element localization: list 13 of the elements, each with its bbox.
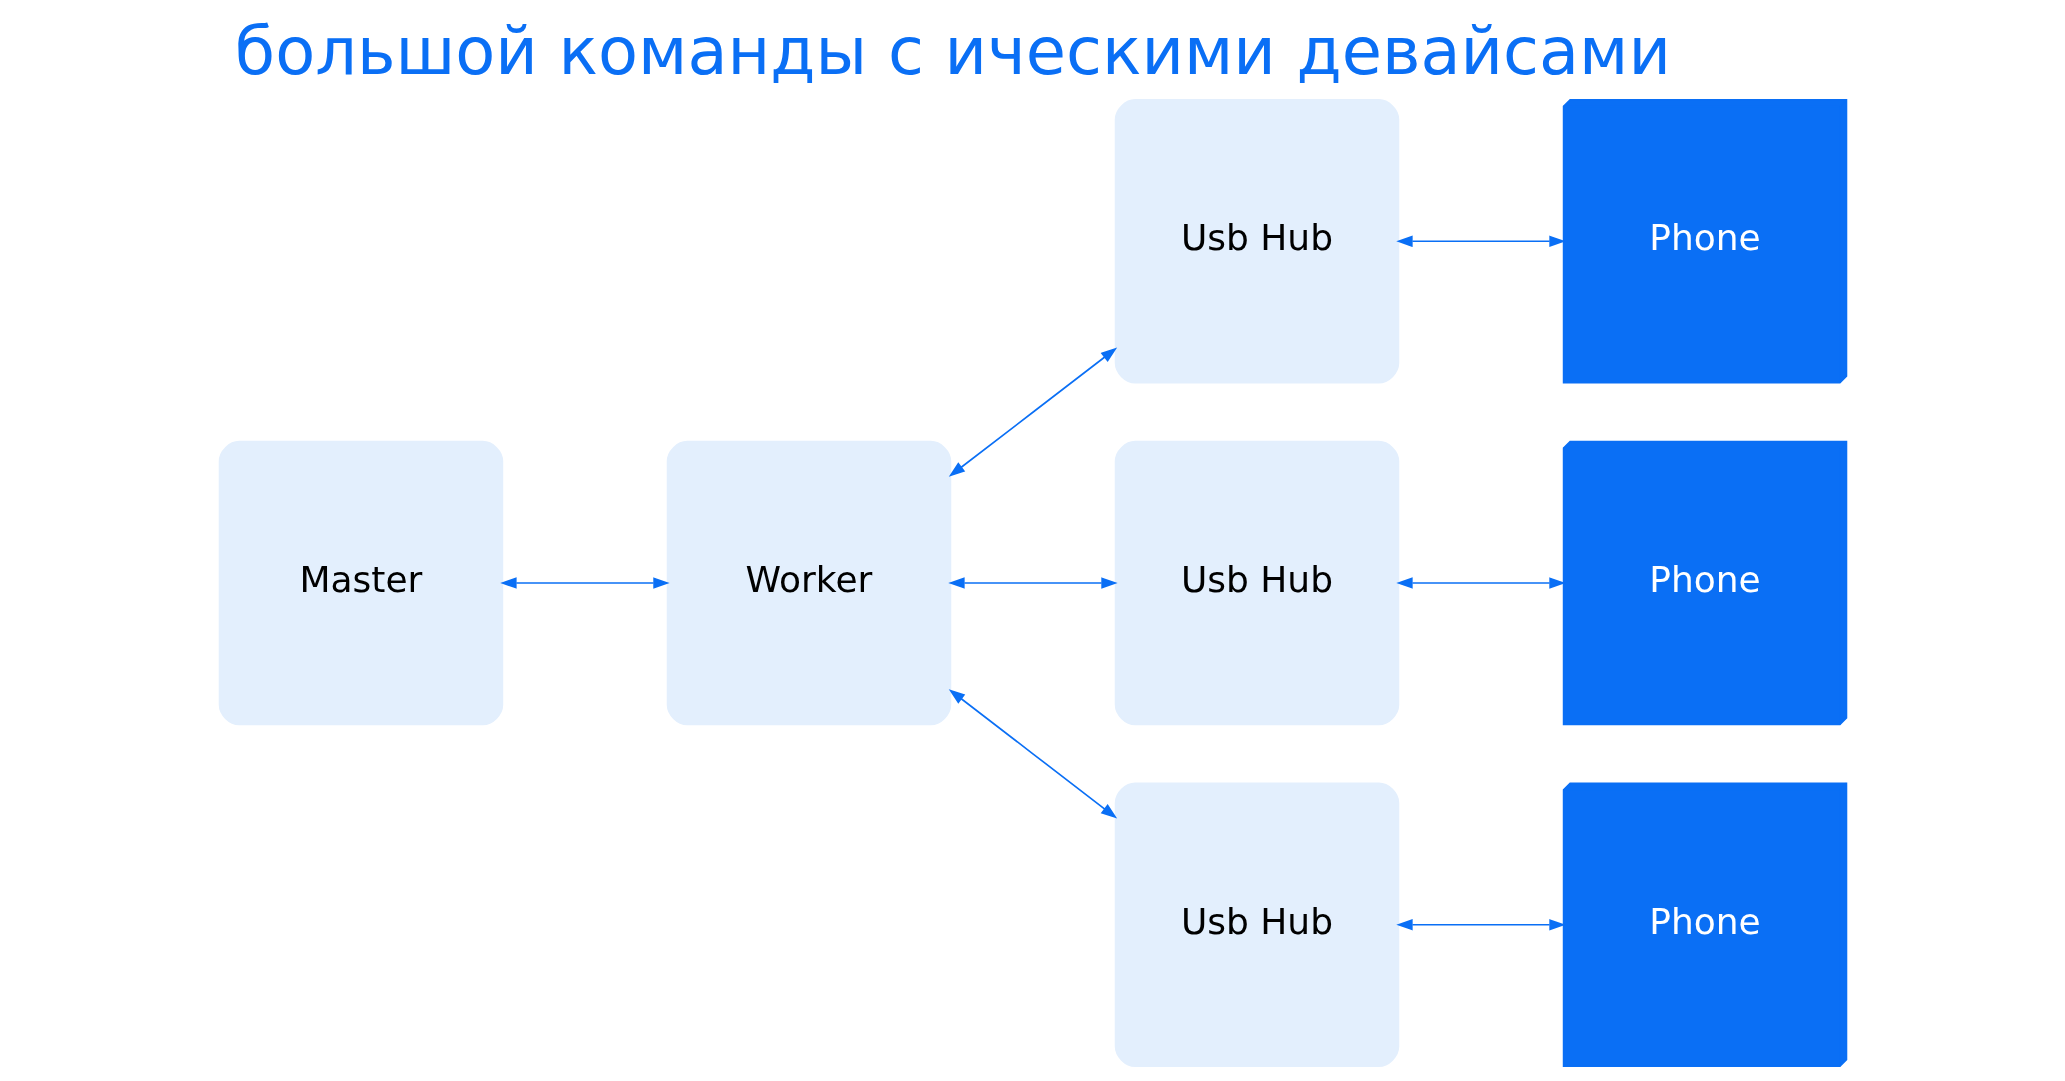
node-box: Usb Hub [1114,99,1399,384]
arrow [1395,577,1566,589]
arrow [947,577,1118,589]
arrow [1395,235,1566,247]
arrow [948,689,1117,819]
arrow [1395,919,1566,931]
arrow [499,577,670,589]
diagram-title: большой команды с ическими девайсами [234,12,1671,89]
node-box: Usb Hub [1114,782,1399,1067]
arrow [948,347,1117,477]
node-box: Usb Hub [1114,440,1399,726]
node-box: Worker [666,440,951,726]
node-box: Master [218,440,503,726]
